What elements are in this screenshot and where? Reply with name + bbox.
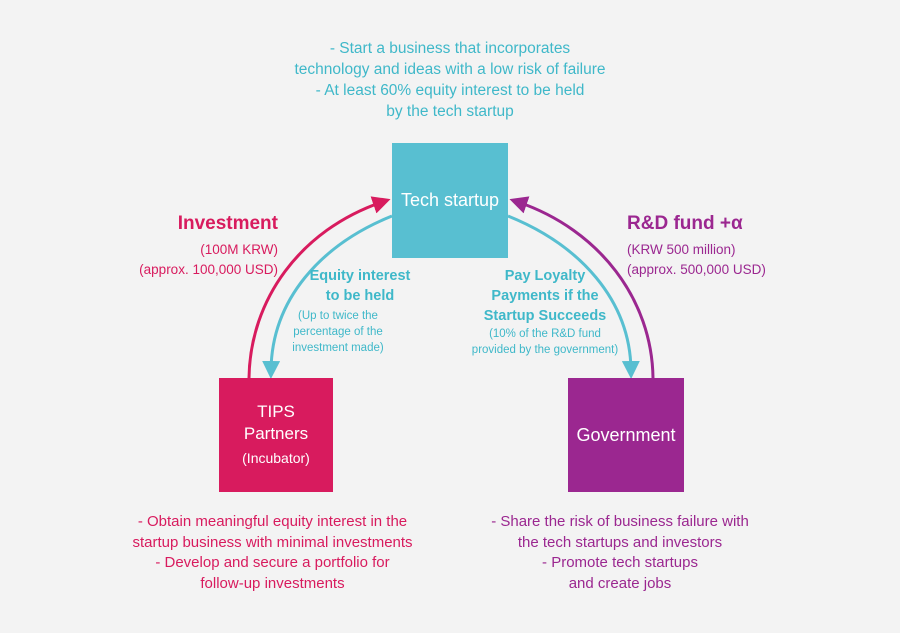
loyalty-arrow bbox=[507, 214, 640, 379]
investment-title: Investment bbox=[177, 213, 278, 234]
equity-detail: (Up to twice the percentage of the inves… bbox=[292, 310, 384, 354]
loyalty-title: Pay Loyalty Payments if the Startup Succ… bbox=[483, 268, 607, 324]
investment-arrow bbox=[247, 196, 391, 379]
government-box: Government bbox=[568, 378, 684, 492]
tech-startup-label: Tech startup bbox=[400, 190, 500, 210]
tips-label-line1: TIPS bbox=[257, 402, 295, 421]
loyalty-detail: (10% of the R&D fund provided by the gov… bbox=[471, 328, 619, 356]
tips-partners-box: TIPS Partners (Incubator) bbox=[219, 378, 333, 492]
government-label: Government bbox=[576, 424, 676, 445]
equity-arrow bbox=[262, 214, 393, 379]
rd-fund-title: R&D fund +α bbox=[627, 213, 743, 234]
tips-label-line2: Partners bbox=[243, 424, 309, 443]
government-goals-note: - Share the risk of business failure wit… bbox=[491, 513, 749, 592]
rd-fund-arrow bbox=[509, 196, 655, 379]
tips-label-sub: (Incubator) bbox=[242, 450, 310, 466]
equity-title: Equity interest to be held bbox=[309, 268, 411, 304]
rd-fund-amount: (KRW 500 million) (approx. 500,000 USD) bbox=[627, 242, 766, 277]
startup-goals-note: - Start a business that incorporates tec… bbox=[294, 40, 606, 120]
tips-goals-note: - Obtain meaningful equity interest in t… bbox=[132, 513, 413, 592]
tech-startup-box: Tech startup bbox=[392, 143, 508, 258]
investment-amount: (100M KRW) (approx. 100,000 USD) bbox=[139, 242, 278, 277]
